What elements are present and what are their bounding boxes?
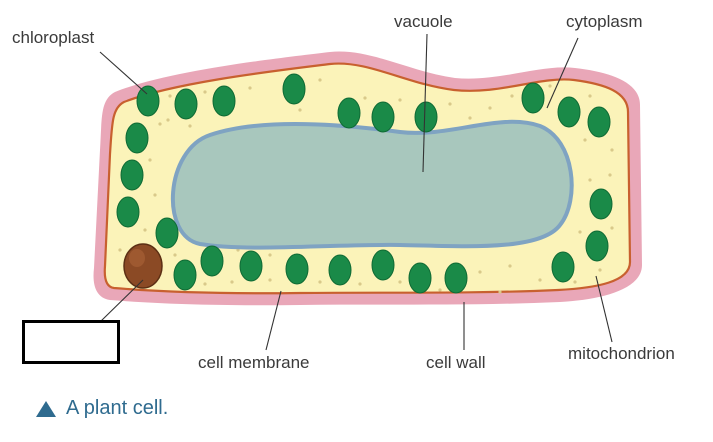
blank-label-box[interactable]: [22, 320, 120, 364]
cytoplasm-granule: [203, 282, 207, 286]
chloroplast: [337, 97, 361, 129]
figure-caption: A plant cell.: [36, 397, 168, 420]
chloroplast: [136, 85, 160, 117]
leader-line-mitochondrion: [595, 275, 613, 343]
cytoplasm-granule: [268, 253, 272, 257]
chloroplast: [551, 251, 575, 283]
cytoplasm-granule: [573, 280, 577, 284]
cytoplasm-granule: [508, 264, 512, 268]
cytoplasm-granule: [438, 288, 442, 292]
chloroplast: [282, 73, 306, 105]
cytoplasm-granule: [588, 178, 592, 182]
cytoplasm-granule: [203, 90, 207, 94]
caption-triangle-icon: [36, 400, 56, 417]
cytoplasm-granule: [610, 226, 614, 230]
cytoplasm-granule: [143, 228, 147, 232]
cytoplasm-granule: [363, 96, 367, 100]
leader-line-vacuole: [422, 33, 428, 173]
cytoplasm-granule: [268, 278, 272, 282]
cytoplasm-granule: [298, 108, 302, 112]
cytoplasm-granule: [248, 86, 252, 90]
cytoplasm-granule: [148, 158, 152, 162]
label-chloroplast: chloroplast: [12, 28, 95, 47]
chloroplast: [328, 254, 352, 286]
chloroplast: [116, 196, 140, 228]
cytoplasm-granule: [166, 118, 170, 122]
chloroplast: [173, 259, 197, 291]
chloroplast: [414, 101, 438, 133]
nucleus-highlight: [129, 249, 145, 267]
leader-line-cell-membrane: [265, 290, 282, 351]
cytoplasm-granule: [230, 280, 234, 284]
chloroplast: [285, 253, 309, 285]
cytoplasm-granule: [358, 282, 362, 286]
cytoplasm-granule: [318, 78, 322, 82]
cytoplasm-granule: [548, 84, 552, 88]
label-cytoplasm: cytoplasm: [566, 12, 643, 31]
cytoplasm-granule: [118, 248, 122, 252]
cytoplasm-granule: [510, 94, 514, 98]
cytoplasm-granule: [498, 290, 502, 294]
vacuole: [170, 119, 574, 250]
chloroplast: [585, 230, 609, 262]
cytoplasm-granule: [398, 280, 402, 284]
chloroplast: [174, 88, 198, 120]
cytoplasm-granules: [118, 78, 614, 294]
cytoplasm-granule: [468, 116, 472, 120]
cytoplasm-granule: [168, 94, 172, 98]
leader-line-nucleus: [99, 279, 144, 323]
chloroplast: [212, 85, 236, 117]
chloroplast: [200, 245, 224, 277]
cytoplasm-granule: [153, 193, 157, 197]
chloroplast: [371, 249, 395, 281]
chloroplast: [444, 262, 468, 294]
cytoplasm-granule: [478, 270, 482, 274]
cytoplasm-granule: [578, 230, 582, 234]
leader-line-cytoplasm: [546, 37, 579, 109]
label-cell-membrane: cell membrane: [198, 353, 310, 372]
cytoplasm-granule: [610, 148, 614, 152]
cytoplasm-granule: [588, 94, 592, 98]
chloroplast: [589, 188, 613, 220]
label-mitochondrion: mitochondrion: [568, 344, 675, 363]
nucleus: [123, 243, 163, 289]
cytoplasm-granule: [608, 173, 612, 177]
cytoplasm-granule: [318, 280, 322, 284]
cytoplasm-granule: [173, 253, 177, 257]
cytoplasm-granule: [188, 124, 192, 128]
chloroplast: [155, 217, 179, 249]
cytoplasm-granule: [448, 102, 452, 106]
cytoplasm-granule: [158, 122, 162, 126]
cytoplasm-granule: [488, 106, 492, 110]
cytoplasm-granule: [398, 98, 402, 102]
chloroplast: [408, 262, 432, 294]
label-cell-wall: cell wall: [426, 353, 486, 372]
chloroplast: [239, 250, 263, 282]
leader-line-chloroplast: [99, 51, 148, 95]
chloroplast: [120, 159, 144, 191]
label-vacuole: vacuole: [394, 12, 453, 31]
cytoplasm-granule: [598, 268, 602, 272]
chloroplast: [521, 82, 545, 114]
caption-text: A plant cell.: [66, 397, 169, 419]
chloroplast: [557, 96, 581, 128]
chloroplast: [125, 122, 149, 154]
cytoplasm-granule: [538, 278, 542, 282]
chloroplasts: [116, 73, 613, 294]
chloroplast: [371, 101, 395, 133]
cytoplasm-granule: [583, 138, 587, 142]
chloroplast: [587, 106, 611, 138]
